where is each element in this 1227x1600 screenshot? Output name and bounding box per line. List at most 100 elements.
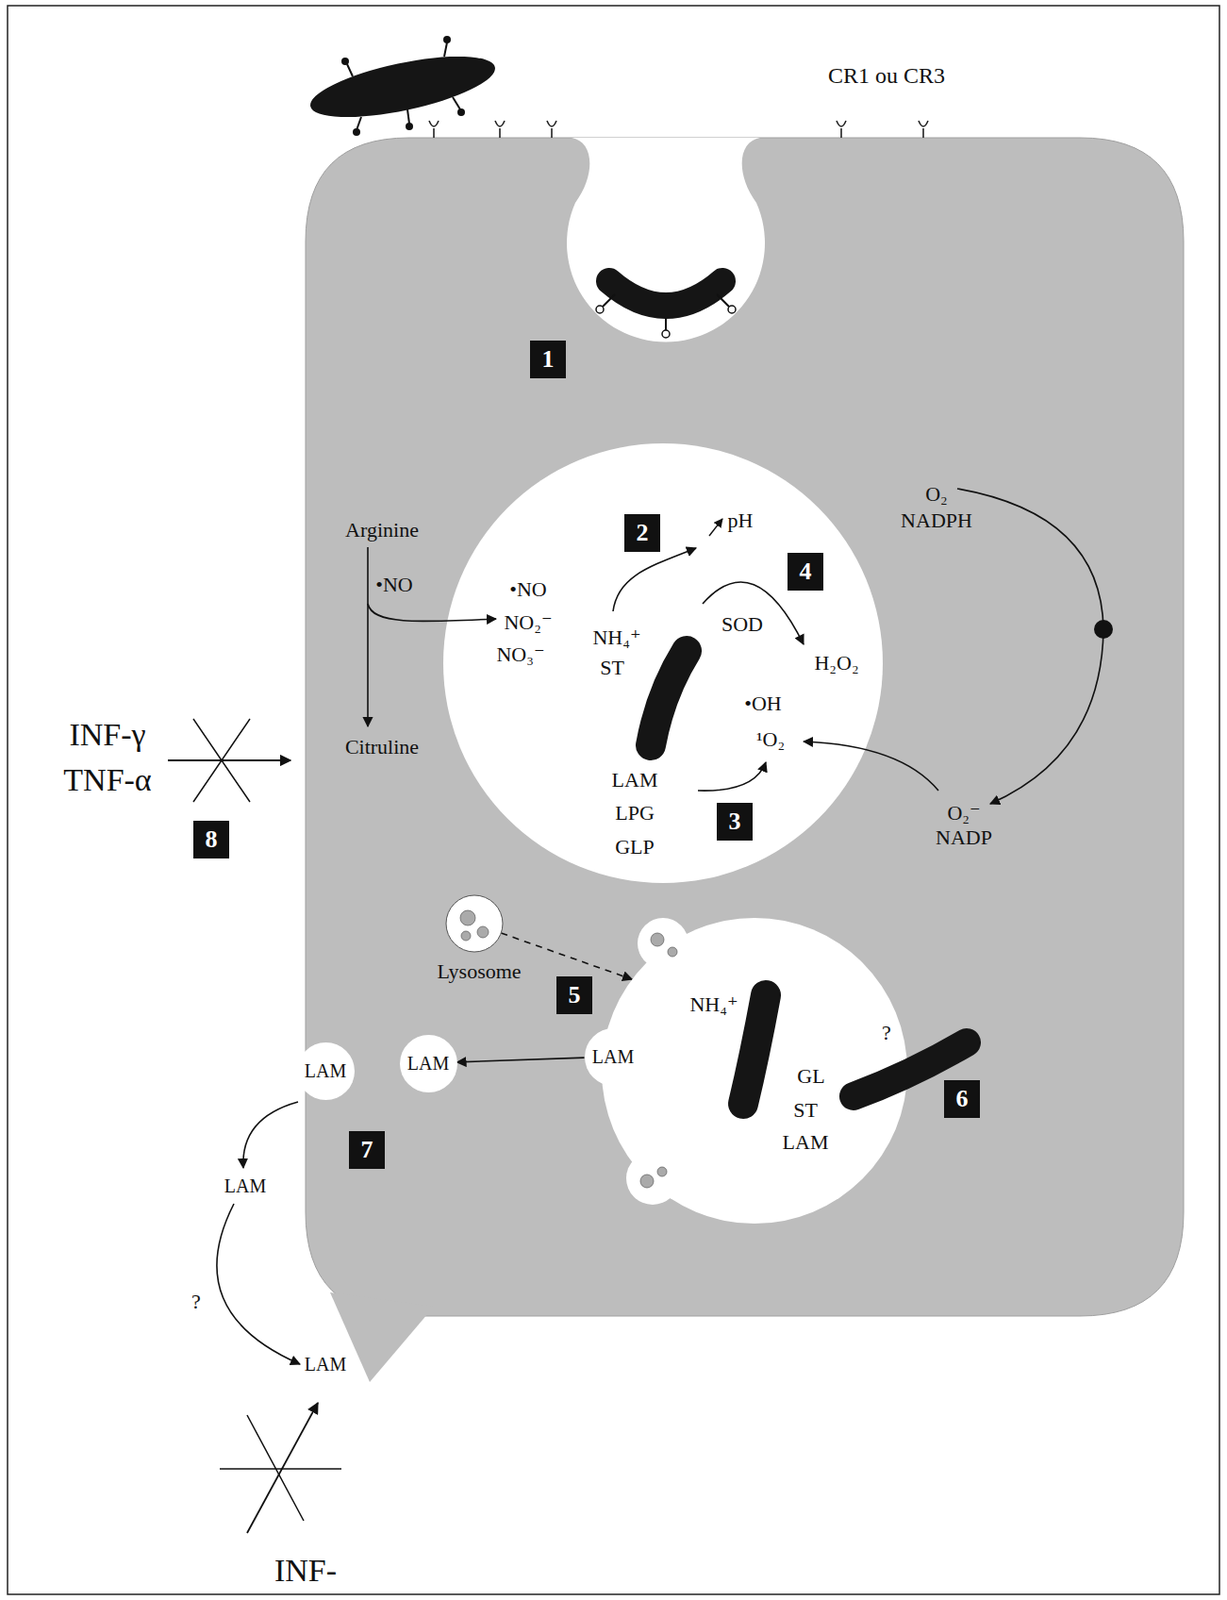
callout-number: 7 [348, 1130, 385, 1169]
molecule-label: pH [728, 509, 754, 532]
molecule-label: ST [599, 656, 625, 680]
block-cross [219, 1414, 342, 1521]
callout-number: 8 [193, 820, 230, 859]
phagosome-circle-outline [443, 443, 883, 883]
molecule-label: NO₂⁻ [503, 611, 552, 634]
molecule-label: NH₄⁺ [592, 626, 641, 649]
molecule-label: NH₄⁺ [689, 993, 738, 1016]
ligand-head [341, 57, 349, 66]
ligand-head [596, 305, 604, 314]
frame [7, 5, 1220, 1594]
reaction-arrow [367, 603, 497, 622]
ligand-head [662, 330, 670, 338]
blocked-signal-arrow [247, 1402, 318, 1533]
bacterium [650, 650, 687, 746]
molecule-label: NADP [935, 826, 993, 849]
molecule-label: NADPH [900, 509, 973, 532]
molecule-label: •NO [509, 578, 547, 601]
oxidase-arrow [957, 488, 1104, 804]
lysosome-granule [650, 932, 664, 946]
molecule-label: ? [881, 1021, 892, 1045]
lysosome-fusion-bud [637, 917, 689, 969]
question-mark: ? [191, 1290, 201, 1313]
blocked-signal-arrow [167, 759, 291, 762]
callout-number: 1 [530, 340, 566, 379]
nadph-oxidase [1094, 619, 1113, 639]
ligand-head [352, 128, 361, 136]
increase-arrow [709, 518, 723, 536]
molecule-label: GLP [614, 835, 655, 859]
ligand-head [405, 122, 414, 131]
lysosome: Lysosome [422, 892, 536, 987]
receptor-ligand-pairs [596, 305, 736, 338]
molecule-label: Arginine [345, 518, 419, 542]
macrophage-cell [305, 137, 1184, 1316]
callout-number: 3 [716, 802, 753, 841]
ligand-heads [341, 35, 465, 136]
phagosome-circle-outline [601, 917, 908, 1224]
molecule-label: •OH [744, 692, 781, 715]
organelle-label: Lysosome [436, 960, 521, 983]
molecule-label: LAM [304, 1353, 347, 1375]
ligand-stalks [347, 42, 461, 131]
lysosome-granule [477, 926, 489, 938]
vesicle: LAM [584, 1028, 643, 1086]
bacterium [609, 281, 723, 306]
reaction-arrow [366, 547, 369, 727]
process-arrow [613, 547, 697, 612]
release-arrow [243, 1101, 299, 1168]
lysosome-granule [667, 946, 678, 957]
release-arrow [216, 1203, 300, 1364]
molecule-label: LPG [614, 801, 655, 825]
vesicle-label: LAM [304, 1060, 347, 1081]
bacterium [743, 994, 766, 1104]
molecule-label: GL [796, 1064, 825, 1088]
lysosome-fusion-bud [626, 1151, 680, 1205]
callout-number: 4 [787, 552, 824, 591]
lysosome-granule [640, 1174, 654, 1188]
vesicle: LAM [297, 1042, 355, 1100]
molecule-label: LAM [782, 1130, 830, 1154]
molecule-label: O₂ [925, 482, 948, 506]
transport-arrow [457, 1057, 585, 1062]
callout-number: 5 [556, 976, 593, 1014]
molecule-label: •NO [375, 573, 413, 597]
molecule-label: H₂O₂ [813, 651, 859, 675]
ligand-head [457, 108, 465, 117]
lysosome-circle-outline [446, 895, 503, 952]
lysosome-granule [461, 930, 471, 941]
vesicle-circle-outline [399, 1034, 458, 1093]
process-arrow [697, 762, 766, 791]
lysosome-granule [460, 910, 476, 926]
ligand-head [443, 35, 451, 44]
cytokine-label: TNF-α [63, 762, 151, 797]
callout-number: 6 [944, 1079, 980, 1118]
molecule-label: LAM [612, 768, 659, 792]
receptor-label: CR1 ou CR3 [828, 63, 946, 88]
cytokine-label: INF- [274, 1552, 337, 1588]
process-arrow [702, 581, 804, 645]
molecule-label: SOD [721, 613, 763, 636]
cytokine-label: INF-γ [68, 716, 146, 752]
phagocytic-cup [566, 137, 765, 343]
vesicle-label: LAM [407, 1052, 449, 1074]
ligand-head [728, 305, 736, 314]
vesicle-circle-outline [584, 1028, 643, 1086]
molecule-label: NO₃⁻ [496, 643, 545, 666]
molecule-label: Citruline [345, 735, 419, 759]
block-cross [193, 718, 250, 802]
vesicle-circle-outline [297, 1042, 355, 1100]
molecule-label: O₂⁻ [946, 801, 980, 825]
vesicle-label: LAM [592, 1045, 634, 1067]
molecule-label: ¹O₂ [756, 728, 785, 751]
vesicle: LAM [399, 1034, 458, 1093]
callout-number: 2 [624, 514, 661, 552]
molecule-label: ST [793, 1098, 818, 1122]
process-arrow [803, 741, 939, 791]
ligand-stalks [601, 294, 730, 331]
molecule-label: LAM [224, 1175, 266, 1196]
complement-receptors [429, 120, 929, 138]
bacterium [305, 44, 500, 130]
